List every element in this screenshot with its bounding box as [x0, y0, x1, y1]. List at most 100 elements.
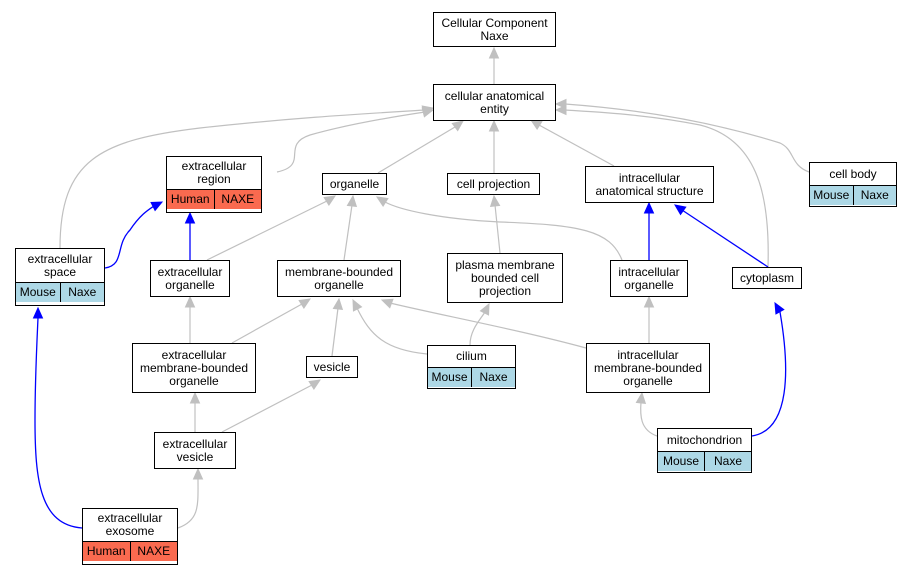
node-label: Cellular Component Naxe — [441, 15, 548, 43]
edge-arrowhead — [352, 298, 363, 312]
edge-line — [469, 311, 486, 346]
edge-arrowhead — [332, 297, 344, 311]
node-cae[interactable]: cellular anatomical entity — [433, 84, 556, 121]
node-ias[interactable]: intracellular anatomical structure — [585, 166, 714, 203]
node-label: cell projection — [456, 176, 531, 191]
edge-line — [563, 109, 769, 268]
node-icmbo[interactable]: intracellular membrane-bounded organelle — [586, 343, 710, 393]
node-mbo[interactable]: membrane-bounded organelle — [277, 260, 401, 297]
node-label: extracellular vesicle — [162, 436, 228, 464]
node-ecmbo[interactable]: extracellular membrane-bounded organelle — [132, 343, 256, 393]
node-vesicle[interactable]: vesicle — [306, 356, 358, 378]
edge-21 — [469, 302, 490, 346]
tag-human: Human — [83, 542, 130, 561]
edge-line — [494, 204, 501, 254]
edge-arrowhead — [32, 306, 44, 319]
node-label: intracellular anatomical structure — [595, 170, 704, 198]
edge-line — [231, 303, 303, 344]
edge-7 — [554, 104, 769, 268]
node-organelle[interactable]: organelle — [322, 173, 387, 195]
edge-2 — [59, 105, 435, 249]
node-cytoplasm[interactable]: cytoplasm — [732, 267, 802, 289]
node-label: vesicle — [313, 359, 351, 374]
edge-arrowhead — [635, 391, 647, 405]
edge-23 — [189, 391, 201, 432]
edge-arrowhead — [488, 46, 500, 59]
node-root[interactable]: Cellular Component Naxe — [433, 12, 556, 47]
node-label: extracellular region — [181, 159, 247, 186]
tag-naxe: NAXE — [213, 190, 261, 209]
edge-line — [276, 111, 426, 173]
edge-arrowhead — [488, 119, 500, 132]
edge-line — [640, 401, 658, 437]
tag-naxe: NAXE — [129, 542, 177, 561]
edge-10 — [206, 195, 337, 261]
tag-mouse: Mouse — [810, 186, 853, 205]
node-label: intracellular membrane-bounded organelle — [593, 347, 703, 388]
node-label: membrane-bounded organelle — [284, 264, 394, 292]
node-ecvesicle[interactable]: extracellular vesicle — [154, 432, 236, 469]
edge-arrowhead — [192, 467, 204, 480]
node-icorganelle[interactable]: intracellular organelle — [610, 260, 688, 297]
edge-arrowhead — [308, 379, 322, 391]
edge-line — [177, 477, 199, 529]
node-label: extracellular membrane-bounded organelle — [139, 347, 249, 388]
edge-arrowhead — [643, 201, 655, 214]
edge-22 — [643, 295, 655, 343]
tag-mouse: Mouse — [658, 452, 704, 471]
edge-arrowhead — [189, 391, 201, 404]
edge-arrowhead — [674, 204, 687, 216]
edge-15 — [674, 204, 769, 268]
edge-12 — [375, 196, 623, 261]
edge-arrowhead — [380, 298, 394, 309]
edge-line — [384, 201, 623, 261]
edge-24 — [221, 379, 322, 433]
edge-line — [206, 200, 328, 261]
edge-18 — [331, 297, 344, 357]
edge-line — [356, 307, 428, 355]
node-label: organelle — [329, 176, 380, 191]
tag-mouse: Mouse — [16, 283, 60, 302]
edge-14 — [643, 201, 655, 260]
edge-1 — [276, 107, 435, 173]
tag-naxe: Naxe — [704, 452, 751, 471]
edge-arrowhead — [298, 298, 312, 310]
edge-line — [377, 126, 456, 174]
edge-line — [59, 109, 426, 249]
edge-26 — [751, 301, 787, 437]
edge-8 — [184, 211, 196, 260]
edge-arrowhead — [489, 194, 501, 208]
node-label: extracellular exosome — [97, 511, 163, 538]
tag-mouse: Mouse — [428, 368, 471, 387]
edge-arrowhead — [451, 120, 464, 132]
edge-line — [331, 307, 339, 357]
edge-line — [34, 317, 83, 529]
edge-arrowhead — [375, 196, 389, 208]
tag-naxe: Naxe — [59, 283, 104, 302]
edge-25 — [635, 391, 658, 437]
edge-line — [104, 205, 155, 269]
edge-5 — [529, 119, 615, 167]
edge-19 — [352, 298, 428, 355]
node-ecorganelle[interactable]: extracellular organelle — [150, 260, 230, 297]
node-pmbcp[interactable]: plasma membrane bounded cell projection — [447, 253, 563, 303]
tag-naxe: Naxe — [471, 368, 515, 387]
node-label: cellular anatomical entity — [444, 88, 545, 116]
edge-9 — [104, 201, 164, 269]
node-cellproj[interactable]: cell projection — [447, 173, 540, 195]
edge-line — [564, 103, 810, 173]
tag-human: Human — [167, 190, 214, 209]
node-label: cilium — [456, 349, 487, 363]
edge-arrowhead — [479, 302, 490, 316]
edge-0 — [488, 46, 500, 84]
